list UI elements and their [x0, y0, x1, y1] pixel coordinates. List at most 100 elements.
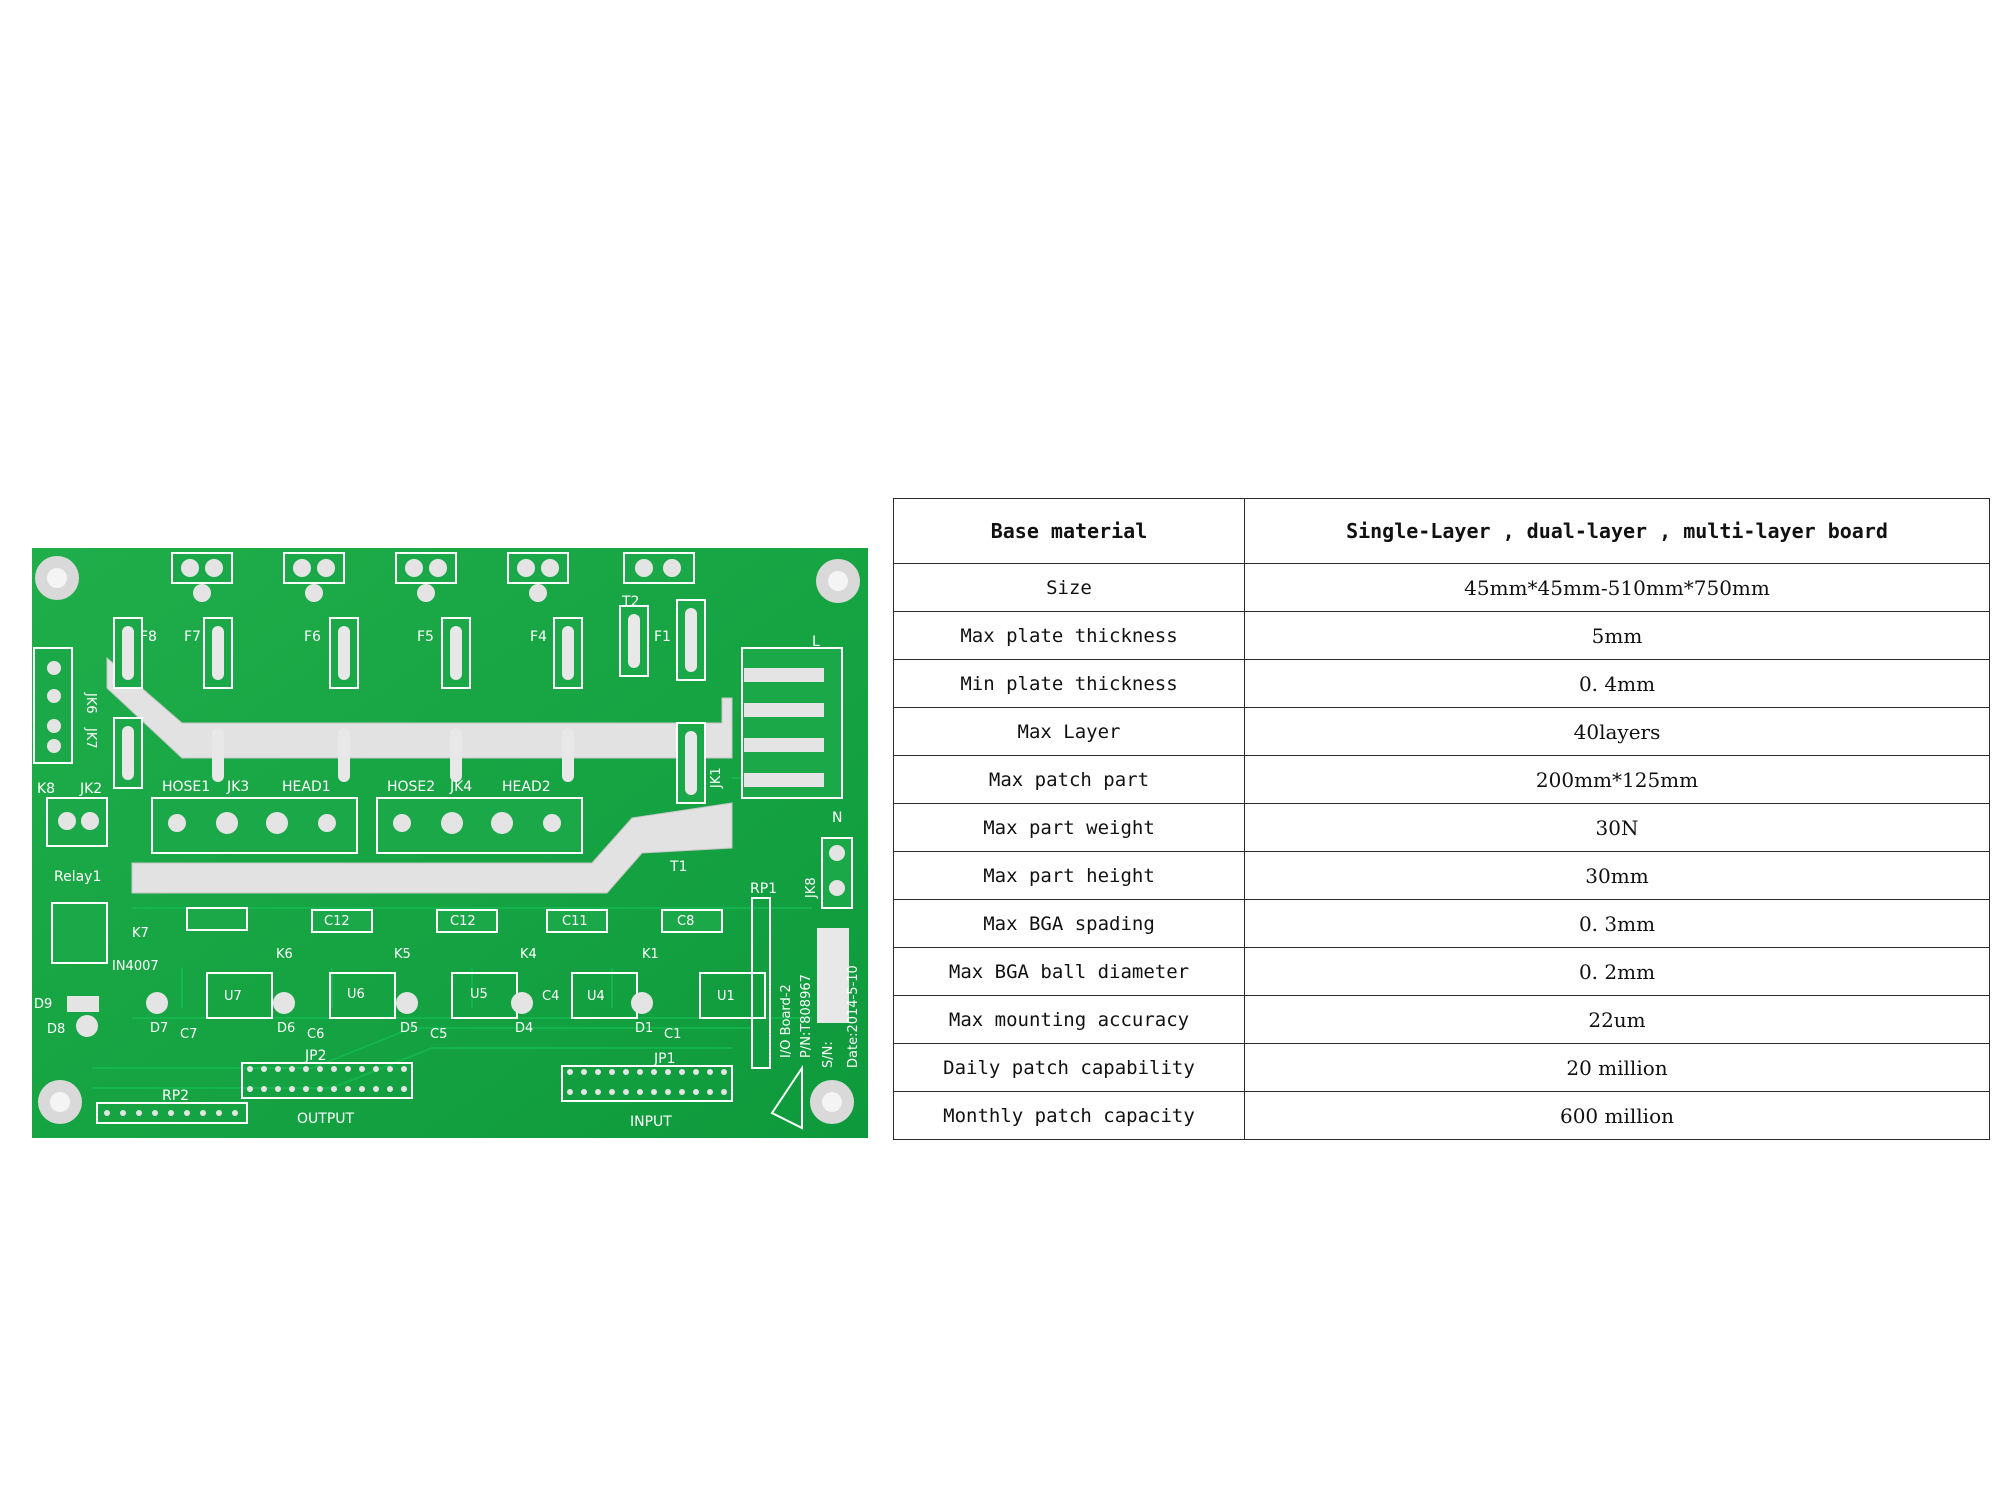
pcb-label: D5	[400, 1021, 418, 1036]
pcb-label: T1	[669, 859, 687, 875]
pcb-label: Relay1	[54, 869, 101, 885]
value-cell: 40layers	[1244, 707, 1990, 756]
pcb-label: OUTPUT	[297, 1111, 355, 1127]
pcb-label: K8	[37, 781, 55, 797]
pcb-label: JP2	[304, 1048, 326, 1064]
pcb-label: D8	[47, 1022, 65, 1037]
pcb-label: C4	[542, 989, 559, 1004]
spec-table: Base material Single-Layer , dual-layer …	[893, 498, 1990, 1140]
param-cell: Max patch part	[893, 755, 1245, 804]
pcb-label: U5	[470, 987, 488, 1002]
pcb-label: HEAD2	[502, 779, 551, 795]
pcb-label: D1	[635, 1021, 653, 1036]
pcb-label: C1	[664, 1027, 681, 1042]
top-connectors	[171, 552, 695, 602]
pcb-label: JK4	[449, 779, 472, 795]
header-param-cell: Base material	[893, 498, 1245, 564]
value-cell: 200mm*125mm	[1244, 755, 1990, 804]
pcb-label: F1	[654, 629, 671, 645]
pcb-label: C6	[307, 1027, 324, 1042]
pcb-label: D7	[150, 1021, 168, 1036]
pcb-label: L	[812, 634, 820, 650]
pcb-label: RP1	[750, 881, 777, 897]
pcb-label: JK3	[226, 779, 249, 795]
pcb-label: D9	[34, 997, 52, 1012]
pcb-label: K7	[132, 926, 149, 941]
param-cell: Max plate thickness	[893, 611, 1245, 660]
pcb-label: K1	[642, 947, 659, 962]
header-value-cell: Single-Layer , dual-layer , multi-layer …	[1244, 498, 1990, 564]
value-cell: 0. 3mm	[1244, 899, 1990, 948]
pcb-label: F6	[304, 629, 321, 645]
pcb-label: T2	[621, 594, 639, 610]
param-cell: Max BGA spading	[893, 899, 1245, 948]
pcb-label: N	[832, 810, 842, 826]
pcb-label: JK2	[79, 781, 102, 797]
pcb-label: S/N:	[821, 1041, 836, 1068]
pcb-label: K6	[276, 947, 293, 962]
pin-headers	[96, 897, 849, 1124]
pcb-label: K5	[394, 947, 411, 962]
param-cell: Max mounting accuracy	[893, 995, 1245, 1044]
param-cell: Daily patch capability	[893, 1043, 1245, 1092]
pcb-label: C12	[324, 914, 350, 929]
pcb-label: F8	[140, 629, 157, 645]
pcb-label: C11	[562, 914, 588, 929]
pcb-image: F8 F7 F6 F5 F4 F1 T2 K8 JK2 HOSE1 JK3 HE…	[32, 548, 868, 1138]
pcb-label: I/O Board-2	[779, 984, 794, 1058]
value-cell: 45mm*45mm-510mm*750mm	[1244, 563, 1990, 612]
pcb-label: U4	[587, 989, 605, 1004]
pcb-label: JK7	[83, 727, 98, 749]
pcb-label: INPUT	[630, 1114, 672, 1130]
pcb-label: F4	[530, 629, 547, 645]
pcb-label: P/N:T808967	[799, 974, 814, 1058]
value-cell: 22um	[1244, 995, 1990, 1044]
param-cell: Max Layer	[893, 707, 1245, 756]
value-cell: 600 million	[1244, 1091, 1990, 1140]
mounting-holes	[35, 556, 860, 1124]
pcb-label: D4	[515, 1021, 533, 1036]
param-cell: Min plate thickness	[893, 659, 1245, 708]
pcb-label: U7	[224, 989, 242, 1004]
pcb-label: JK8	[804, 877, 819, 899]
ic-area	[51, 902, 766, 1037]
pcb-label: D6	[277, 1021, 295, 1036]
pcb-label: HOSE1	[162, 779, 210, 795]
pcb-label: F5	[417, 629, 434, 645]
value-cell: 30N	[1244, 803, 1990, 852]
right-terminal	[741, 647, 853, 909]
pcb-label: C12	[450, 914, 476, 929]
pcb-label: U6	[347, 987, 365, 1002]
pcb-label: IN4007	[112, 959, 159, 974]
power-bus	[106, 656, 733, 894]
param-cell: Max BGA ball diameter	[893, 947, 1245, 996]
value-cell: 5mm	[1244, 611, 1990, 660]
pcb-label: K4	[520, 947, 537, 962]
pcb-label: HOSE2	[387, 779, 435, 795]
param-cell: Max part height	[893, 851, 1245, 900]
pcb-label: C7	[180, 1027, 197, 1042]
pcb-label: JK1	[709, 767, 724, 789]
pcb-label: U1	[717, 989, 735, 1004]
hose-head-connectors	[151, 797, 583, 854]
pcb-label: RP2	[162, 1088, 189, 1104]
pcb-label: C8	[677, 914, 694, 929]
value-cell: 20 million	[1244, 1043, 1990, 1092]
pcb-label: C5	[430, 1027, 447, 1042]
pcb-board: F8 F7 F6 F5 F4 F1 T2 K8 JK2 HOSE1 JK3 HE…	[32, 548, 868, 1138]
pcb-label: JP1	[653, 1051, 675, 1067]
value-cell: 30mm	[1244, 851, 1990, 900]
pcb-label: Date:2014-5-10	[846, 965, 861, 1068]
table-header-row: Base material Single-Layer , dual-layer …	[893, 498, 1990, 564]
pcb-label: JK6	[83, 692, 98, 714]
param-cell: Monthly patch capacity	[893, 1091, 1245, 1140]
left-terminals	[33, 647, 108, 847]
